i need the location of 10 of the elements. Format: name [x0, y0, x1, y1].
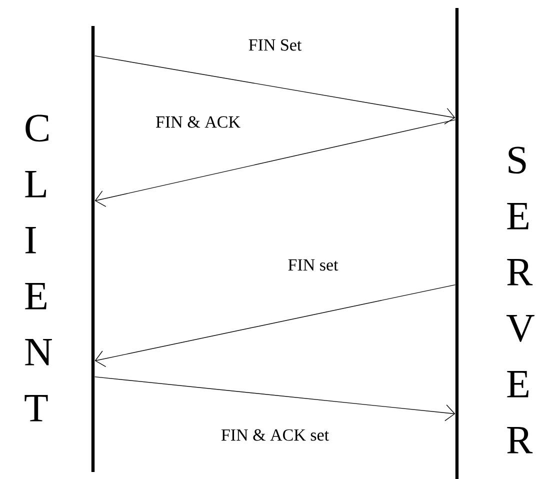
lifeline-label: CLIENT [24, 114, 52, 422]
arrow [94, 119, 456, 207]
edge-label: FIN Set [247, 38, 303, 52]
arrow [94, 55, 456, 124]
edge-label: FIN & ACK [154, 115, 242, 129]
edge-label: FIN set [286, 258, 340, 272]
edge-label: FIN & ACK set [220, 428, 330, 442]
arrow [94, 284, 456, 368]
lifeline-label: SERVER [506, 146, 534, 454]
arrow [94, 376, 456, 422]
